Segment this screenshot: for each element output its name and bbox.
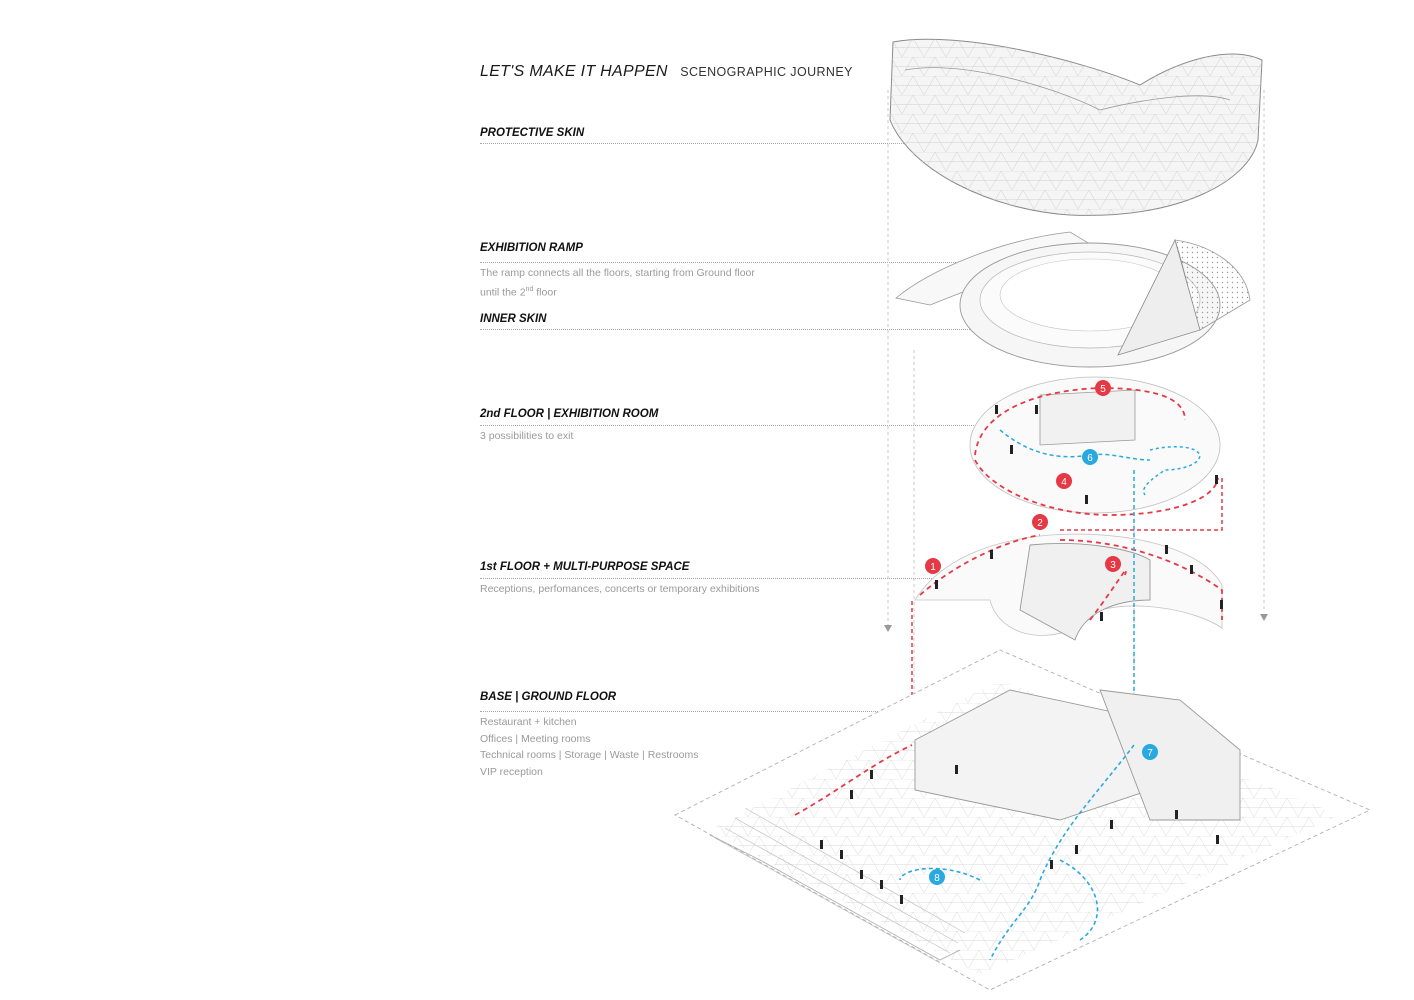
red-path-ground	[794, 744, 913, 816]
leader-protective-skin	[480, 143, 1020, 144]
blue-marker-6: 6	[1082, 449, 1098, 465]
title-main: LET'S MAKE IT HAPPEN	[480, 63, 668, 80]
svg-text:7: 7	[1147, 748, 1153, 759]
people-silhouettes	[820, 405, 1223, 904]
red-marker-3: 3	[1105, 556, 1121, 572]
ground-floor-layer	[674, 649, 1372, 991]
second-floor-layer	[969, 376, 1221, 516]
desc-base-item: Technical rooms | Storage | Waste | Rest…	[480, 749, 699, 761]
svg-text:8: 8	[934, 873, 940, 884]
label-second-floor: 2nd FLOOR | EXHIBITION ROOM	[480, 408, 659, 420]
desc-base-item: Restaurant + kitchen	[480, 716, 577, 728]
desc-exhibition-ramp-line2: until the 2nd floor	[480, 282, 755, 301]
svg-text:2: 2	[1037, 518, 1043, 529]
blue-marker-8: 8	[929, 869, 945, 885]
arrow-down-icon	[884, 625, 892, 632]
leader-inner-skin	[480, 329, 1102, 330]
desc-base-item: Offices | Meeting rooms	[480, 732, 591, 745]
label-base: BASE | GROUND FLOOR	[480, 691, 617, 703]
desc-first-floor: Receptions, perfomances, concerts or tem…	[480, 583, 760, 595]
desc-base-list: Restaurant + kitchen Offices | Meeting r…	[480, 714, 698, 780]
ground-stairs	[714, 807, 966, 964]
red-path-first-floor	[919, 534, 1223, 621]
label-protective-skin: PROTECTIVE SKIN	[480, 127, 585, 139]
exhibition-ramp-layer	[895, 231, 1251, 368]
red-vertical-connector	[1060, 478, 1223, 531]
desc-second-floor: 3 possibilities to exit	[480, 430, 574, 442]
arrow-down-icon	[1260, 614, 1268, 621]
label-first-floor: 1st FLOOR + MULTI-PURPOSE SPACE	[480, 561, 690, 573]
label-exhibition-ramp: EXHIBITION RAMP	[480, 242, 583, 254]
leader-base	[480, 711, 1020, 712]
svg-text:5: 5	[1100, 384, 1106, 395]
red-marker-5: 5	[1095, 380, 1111, 396]
svg-text:1: 1	[930, 562, 936, 573]
desc-ramp-line2-post: floor	[533, 286, 557, 298]
svg-text:3: 3	[1110, 560, 1116, 571]
desc-exhibition-ramp-line1: The ramp connects all the floors, starti…	[480, 267, 755, 279]
red-marker-4: 4	[1056, 473, 1072, 489]
red-marker-1: 1	[925, 558, 941, 574]
diagram-title: LET'S MAKE IT HAPPEN SCENOGRAPHIC JOURNE…	[480, 63, 853, 81]
svg-text:6: 6	[1087, 453, 1093, 464]
leader-first-floor	[480, 578, 980, 579]
blue-marker-7: 7	[1142, 744, 1158, 760]
blue-path-second-floor	[999, 429, 1151, 461]
leader-second-floor	[480, 425, 980, 426]
desc-exhibition-ramp: The ramp connects all the floors, starti…	[480, 265, 755, 301]
blue-path-ground	[899, 744, 1135, 961]
label-inner-skin: INNER SKIN	[480, 313, 547, 325]
protective-skin-shell	[889, 38, 1263, 216]
first-floor-layer	[914, 533, 1223, 641]
leader-exhibition-ramp	[480, 262, 964, 263]
desc-base-item: VIP reception	[480, 765, 543, 778]
title-subtitle: SCENOGRAPHIC JOURNEY	[680, 65, 853, 79]
svg-text:4: 4	[1061, 477, 1067, 488]
desc-ramp-line2-sup: nd	[525, 285, 534, 293]
desc-ramp-line2-pre: until the 2	[480, 286, 526, 298]
red-marker-2: 2	[1032, 514, 1048, 530]
